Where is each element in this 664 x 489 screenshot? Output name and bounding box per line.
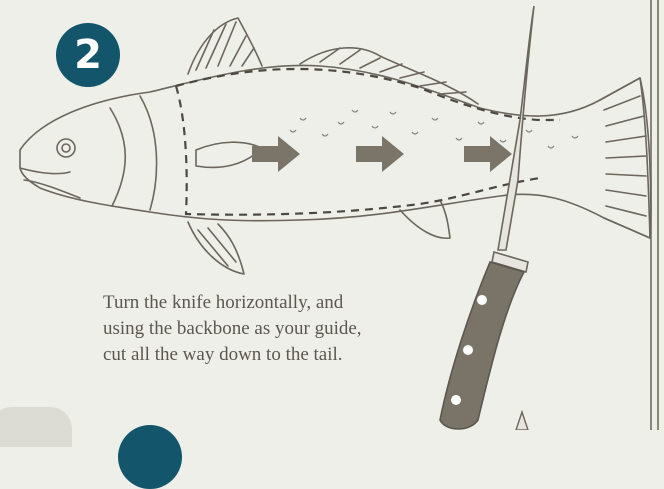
direction-arrows bbox=[252, 136, 512, 172]
instruction-line: using the backbone as your guide, bbox=[103, 316, 423, 342]
step-number: 2 bbox=[74, 32, 102, 78]
fish-gill bbox=[110, 108, 125, 206]
right-arrow-icon bbox=[356, 136, 404, 172]
fish-eye bbox=[57, 139, 75, 157]
instruction-line: Turn the knife horizontally, and bbox=[103, 290, 423, 316]
knife-icon bbox=[440, 6, 534, 430]
step-number-badge: 2 bbox=[56, 23, 120, 87]
pelvic-fin bbox=[188, 222, 244, 274]
second-dorsal-fin bbox=[300, 48, 478, 104]
instruction-text: Turn the knife horizontally, and using t… bbox=[103, 290, 423, 368]
fish-body-outline bbox=[20, 65, 650, 238]
instruction-line: cut all the way down to the tail. bbox=[103, 342, 423, 368]
right-arrow-icon bbox=[252, 136, 300, 172]
next-step-badge bbox=[118, 425, 182, 489]
fish-mouth bbox=[20, 168, 80, 198]
instruction-panel: 2 Turn the knife horizontally, and using… bbox=[0, 0, 664, 430]
